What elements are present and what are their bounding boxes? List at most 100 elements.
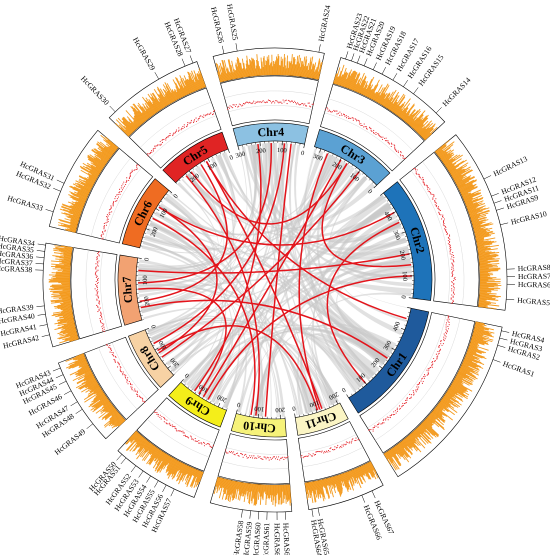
histogram-bar <box>143 106 152 117</box>
density-dot <box>142 398 144 400</box>
grid-ring <box>85 249 95 335</box>
density-dot <box>180 129 182 131</box>
histogram-bar <box>387 450 393 458</box>
histogram-bar <box>72 194 87 201</box>
density-dot <box>100 311 102 313</box>
histogram-bar <box>475 231 494 237</box>
histogram-bar <box>444 393 462 406</box>
histogram-bar <box>442 397 450 404</box>
histogram-bar <box>467 349 477 353</box>
minor-tick <box>175 182 178 185</box>
histogram-bar <box>350 470 357 484</box>
histogram-bar <box>370 84 379 99</box>
density-dot <box>131 389 133 391</box>
tick-label: 200 <box>143 296 151 307</box>
histogram-bar <box>441 152 454 162</box>
histogram-bar <box>394 105 401 114</box>
histogram-bar <box>148 444 154 451</box>
histogram-bar <box>251 57 255 77</box>
histogram-bar <box>357 79 364 93</box>
density-dot <box>452 296 454 298</box>
gene-connector <box>37 313 46 316</box>
density-dot <box>447 325 449 328</box>
histogram-bar <box>54 324 76 331</box>
histogram-bar <box>323 478 330 499</box>
histogram-bar <box>78 363 89 369</box>
density-dot <box>415 391 417 393</box>
histogram-bar <box>136 436 144 445</box>
density-dot <box>415 172 417 174</box>
density-dot <box>442 221 445 223</box>
minor-tick <box>165 193 168 196</box>
density-dot <box>434 201 436 203</box>
dot-track-frame <box>70 247 123 340</box>
histogram-bar <box>66 359 87 369</box>
histogram-bar <box>456 177 471 186</box>
histogram-bar <box>83 373 93 379</box>
histogram-bar <box>412 117 424 129</box>
histogram-bar <box>265 484 268 506</box>
histogram-bar <box>406 436 416 448</box>
histogram-bar <box>75 185 90 193</box>
density-dot <box>307 102 309 104</box>
density-dot <box>96 304 98 307</box>
red-link <box>138 287 227 395</box>
histogram-bar <box>142 103 153 117</box>
density-dot <box>101 322 103 324</box>
tick-mark <box>401 231 406 234</box>
histogram-bar <box>469 344 478 348</box>
gene-label: HcGRAS5 <box>517 296 550 308</box>
histogram-bar <box>441 152 453 161</box>
histogram-bar <box>153 450 162 462</box>
histogram-bar <box>376 87 386 103</box>
histogram-bar <box>341 73 348 87</box>
histogram-bar <box>479 294 501 298</box>
histogram-bar <box>68 194 86 203</box>
density-dot <box>329 451 331 453</box>
histogram-bar <box>381 92 391 106</box>
histogram-bar <box>64 228 76 233</box>
density-dot <box>160 143 162 145</box>
histogram-bar <box>422 421 439 437</box>
density-dot <box>125 181 127 183</box>
tick-mark <box>154 347 159 351</box>
histogram-bar <box>51 260 71 264</box>
histogram-bar <box>445 393 460 403</box>
density-dot <box>174 132 176 134</box>
red-link <box>202 159 342 398</box>
histogram-bar <box>443 395 461 408</box>
density-dot <box>114 361 116 363</box>
histogram-bar <box>331 476 336 489</box>
histogram-bar <box>240 62 244 78</box>
histogram-bar <box>476 240 495 245</box>
histogram-bar <box>414 117 428 131</box>
tick-mark <box>303 144 305 149</box>
density-dot <box>264 102 266 104</box>
histogram-bar <box>409 116 417 126</box>
histogram-bar <box>475 234 490 239</box>
density-dot <box>166 136 168 138</box>
histogram-bar <box>92 399 110 413</box>
grey-link <box>169 191 389 363</box>
histogram-bar <box>478 306 497 310</box>
density-dot <box>368 126 371 128</box>
density-dot <box>450 297 452 299</box>
grey-link <box>311 218 401 407</box>
histogram-bar <box>328 477 332 485</box>
histogram-bar <box>148 448 160 465</box>
density-dot <box>442 343 444 345</box>
gene-connector <box>56 179 65 184</box>
density-dot <box>452 265 454 267</box>
histogram-bar <box>416 427 432 444</box>
histogram-bar <box>248 483 252 504</box>
histogram-bar <box>446 163 453 168</box>
histogram-bar <box>435 144 446 153</box>
density-dot <box>346 117 348 119</box>
density-dot <box>409 393 411 396</box>
density-dot <box>440 341 442 343</box>
histogram-bar <box>364 464 369 473</box>
histogram-bar <box>83 388 102 400</box>
minor-tick <box>144 232 147 234</box>
gene-connector <box>45 209 54 212</box>
histogram-bar <box>368 461 374 471</box>
